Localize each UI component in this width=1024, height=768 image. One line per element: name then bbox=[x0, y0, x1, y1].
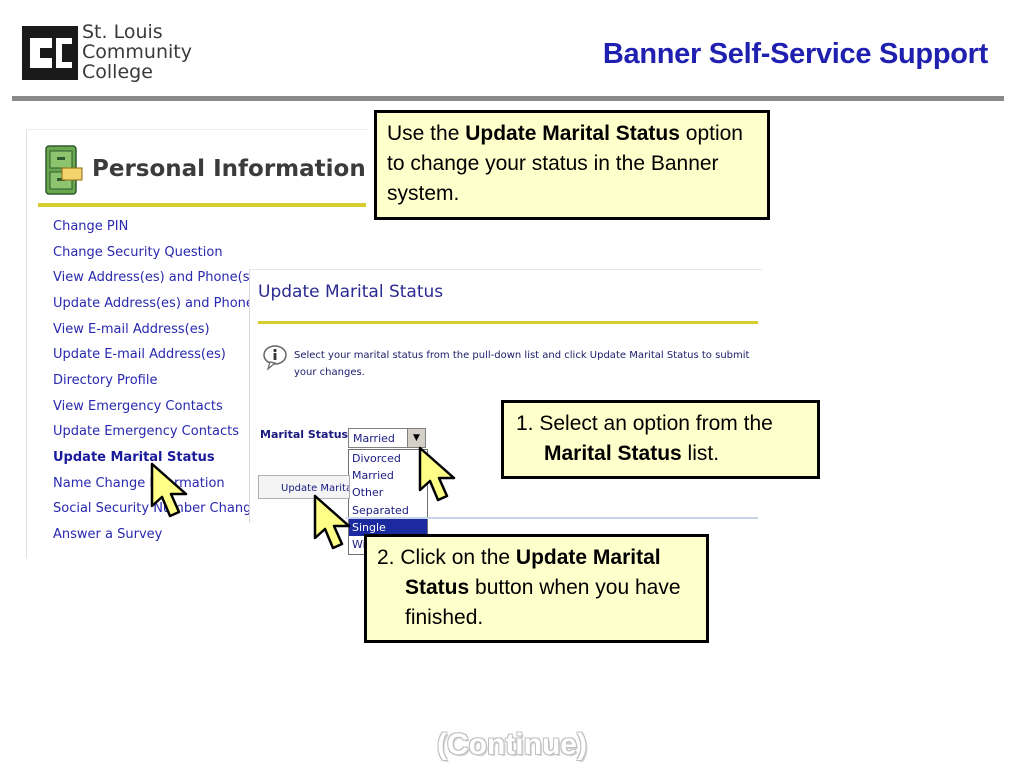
marital-status-label: Marital Status: bbox=[260, 428, 353, 441]
update-marital-status-button[interactable]: Update Marital Status bbox=[258, 475, 350, 499]
callout-intro: Use the Update Marital Status option to … bbox=[374, 110, 770, 220]
callout-step-2: 2. Click on the Update Marital Status bu… bbox=[364, 534, 709, 643]
callout-step-1-post: list. bbox=[681, 442, 720, 465]
logo-text-line-3: College bbox=[82, 61, 153, 83]
callout-step-2-pre: Click on the bbox=[400, 546, 516, 569]
option-married[interactable]: Married bbox=[352, 469, 394, 483]
menu-link-update-address[interactable]: Update Address(es) and Phone(s) bbox=[53, 296, 271, 311]
dropdown-arrow-icon[interactable]: ▼ bbox=[407, 429, 425, 447]
option-single[interactable]: Single bbox=[349, 518, 427, 536]
callout-intro-pre: Use the bbox=[387, 122, 466, 145]
college-logo-icon bbox=[22, 26, 78, 80]
marital-status-select-value: Married bbox=[353, 432, 395, 445]
pointer-cursor-icon bbox=[150, 462, 188, 518]
menu-link-directory-profile[interactable]: Directory Profile bbox=[53, 373, 158, 388]
menu-link-change-pin[interactable]: Change PIN bbox=[53, 219, 129, 234]
menu-link-change-security-question[interactable]: Change Security Question bbox=[53, 245, 223, 260]
update-panel-underline bbox=[258, 321, 758, 324]
menu-link-name-change[interactable]: Name Change Information bbox=[53, 476, 225, 491]
update-panel-bottom-rule bbox=[346, 517, 758, 519]
header-divider bbox=[12, 96, 1004, 101]
menu-link-view-email[interactable]: View E-mail Address(es) bbox=[53, 322, 210, 337]
pointer-cursor-icon bbox=[313, 494, 351, 550]
logo-text-line-1: St. Louis bbox=[82, 21, 163, 43]
slide-title: Banner Self-Service Support bbox=[602, 38, 988, 70]
callout-step-2-number: 2. bbox=[377, 546, 401, 569]
callout-step-1-bold: Marital Status bbox=[544, 442, 682, 465]
option-other[interactable]: Other bbox=[352, 486, 384, 500]
callout-step-1-pre: Select an option from the bbox=[539, 412, 773, 435]
callout-step-2-bold: Update Marital Status bbox=[405, 546, 661, 599]
marital-status-select[interactable]: Married ▼ bbox=[348, 428, 426, 448]
callout-intro-post: option to change your status in the Bann… bbox=[387, 122, 743, 205]
update-marital-status-heading: Update Marital Status bbox=[258, 282, 444, 302]
continue-label: (Continue) bbox=[437, 728, 587, 761]
logo-text-line-2: Community bbox=[82, 41, 192, 63]
info-icon bbox=[263, 345, 287, 371]
option-separated[interactable]: Separated bbox=[352, 503, 409, 517]
instruction-text: Select your marital status from the pull… bbox=[294, 350, 750, 378]
callout-step-1-number: 1. bbox=[516, 412, 540, 435]
menu-link-answer-survey[interactable]: Answer a Survey bbox=[53, 527, 163, 542]
menu-link-ssn-change[interactable]: Social Security Number Change bbox=[53, 501, 260, 516]
option-divorced[interactable]: Divorced bbox=[352, 452, 401, 465]
personal-info-heading: Personal Information bbox=[92, 156, 366, 182]
menu-link-update-marital-status[interactable]: Update Marital Status bbox=[53, 450, 215, 465]
menu-link-view-address[interactable]: View Address(es) and Phone(s) bbox=[53, 270, 255, 285]
pointer-cursor-icon bbox=[418, 446, 456, 502]
file-cabinet-icon bbox=[45, 145, 83, 195]
menu-link-view-emergency-contacts[interactable]: View Emergency Contacts bbox=[53, 399, 223, 414]
menu-link-update-emergency-contacts[interactable]: Update Emergency Contacts bbox=[53, 424, 240, 439]
menu-link-update-email[interactable]: Update E-mail Address(es) bbox=[53, 347, 226, 362]
callout-step-1: 1. Select an option from the Marital Sta… bbox=[501, 400, 820, 479]
callout-step-2-post: button when you have finished. bbox=[405, 576, 681, 629]
personal-info-underline bbox=[38, 203, 366, 207]
callout-intro-bold: Update Marital Status bbox=[465, 122, 680, 145]
